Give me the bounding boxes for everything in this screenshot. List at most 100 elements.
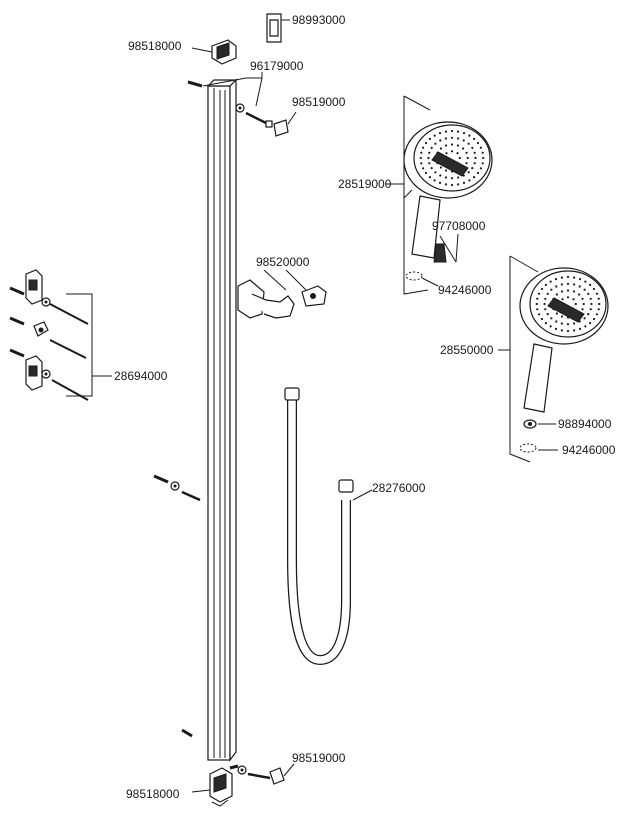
- spray-hole: [540, 317, 544, 321]
- spray-hole: [550, 288, 553, 291]
- spray-hole: [444, 169, 448, 172]
- spray-hole: [592, 317, 596, 321]
- spray-hole: [589, 297, 592, 300]
- spray-hole: [581, 297, 584, 300]
- spray-hole: [439, 174, 442, 177]
- spray-hole: [574, 302, 577, 306]
- spray-hole: [439, 166, 442, 169]
- label-98518000-bot: 98518000: [126, 787, 180, 801]
- spray-hole: [481, 151, 484, 154]
- spray-hole: [555, 312, 559, 315]
- slide-rail: [206, 78, 238, 762]
- spray-hole: [450, 143, 454, 146]
- spray-hole: [439, 139, 442, 142]
- spray-hole: [450, 183, 454, 187]
- spray-hole: [560, 283, 564, 286]
- label-97708000: 97708000: [432, 219, 486, 233]
- spray-hole: [535, 302, 538, 306]
- spray-hole: [544, 283, 548, 286]
- spray-hole: [566, 329, 570, 333]
- spray-hole: [587, 292, 590, 295]
- spray-hole: [560, 329, 564, 332]
- spray-hole: [473, 176, 476, 179]
- spray-hole: [479, 146, 482, 149]
- spray-hole: [554, 278, 558, 281]
- spray-hole: [572, 290, 576, 293]
- spray-hole: [578, 293, 581, 296]
- hand-shower-a: [386, 95, 493, 295]
- spray-hole: [584, 280, 587, 283]
- spray-hole: [587, 313, 590, 316]
- spray-hole: [457, 130, 460, 133]
- spray-hole: [581, 308, 584, 311]
- spray-hole: [450, 177, 454, 180]
- spray-hole: [471, 167, 474, 170]
- spray-hole: [597, 308, 600, 311]
- spray-hole: [544, 322, 548, 325]
- spray-hole: [538, 313, 541, 316]
- spray-hole: [422, 167, 425, 170]
- spray-hole: [466, 156, 469, 160]
- spray-hole: [444, 144, 448, 147]
- spray-hole: [592, 287, 596, 291]
- spray-hole: [450, 136, 454, 139]
- spray-hole: [544, 297, 547, 300]
- spray-hole: [566, 289, 570, 292]
- top-end-cap: [273, 111, 297, 137]
- hand-shower-b: [498, 255, 609, 463]
- spray-hole: [555, 285, 558, 288]
- spray-hole: [434, 171, 437, 174]
- label-28550000: 28550000: [440, 343, 494, 357]
- spray-hole: [457, 176, 460, 179]
- spray-hole: [560, 322, 564, 325]
- spray-hole: [428, 151, 431, 154]
- spray-hole: [438, 181, 442, 184]
- spray-hole: [420, 162, 423, 165]
- spray-hole: [555, 320, 558, 323]
- spray-hole: [456, 144, 460, 147]
- spray-hole: [479, 167, 482, 170]
- spray-hole: [438, 132, 442, 135]
- label-98894000: 98894000: [558, 417, 612, 431]
- spray-hole: [457, 183, 460, 186]
- spray-hole: [543, 302, 546, 306]
- spray-hole: [589, 322, 592, 325]
- spray-hole: [544, 308, 547, 311]
- spray-hole: [589, 283, 592, 286]
- label-94246000-a: 94246000: [438, 283, 492, 297]
- spray-hole: [572, 298, 575, 301]
- mid-rail-fixing: [153, 474, 201, 502]
- spray-hole: [444, 130, 447, 133]
- shower-hose: [284, 387, 373, 666]
- spray-hole: [536, 297, 539, 300]
- spray-hole: [578, 285, 581, 288]
- label-98519000-top: 98519000: [292, 95, 346, 109]
- spray-hole: [424, 141, 428, 145]
- spray-hole: [578, 278, 582, 281]
- spray-hole: [450, 150, 454, 153]
- bottom-fixings: [181, 728, 295, 807]
- spray-hole: [467, 171, 470, 174]
- spray-hole: [549, 325, 552, 328]
- spray-hole: [444, 137, 447, 140]
- spray-hole: [555, 293, 559, 296]
- spray-hole: [578, 327, 582, 330]
- spray-hole: [536, 308, 539, 311]
- spray-hole: [462, 132, 466, 135]
- top-wall-bracket: [191, 39, 237, 65]
- spray-hole: [458, 156, 461, 160]
- label-28276000: 28276000: [372, 481, 426, 495]
- spray-hole: [554, 327, 558, 330]
- spray-hole: [468, 134, 471, 137]
- spray-hole: [573, 322, 576, 325]
- spray-hole: [457, 137, 460, 140]
- spray-hole: [473, 151, 476, 154]
- spray-hole: [434, 142, 437, 145]
- spray-hole: [445, 152, 448, 155]
- spray-hole: [450, 129, 454, 133]
- spray-hole: [420, 151, 423, 154]
- spray-hole: [473, 137, 476, 140]
- spray-hole: [456, 152, 459, 155]
